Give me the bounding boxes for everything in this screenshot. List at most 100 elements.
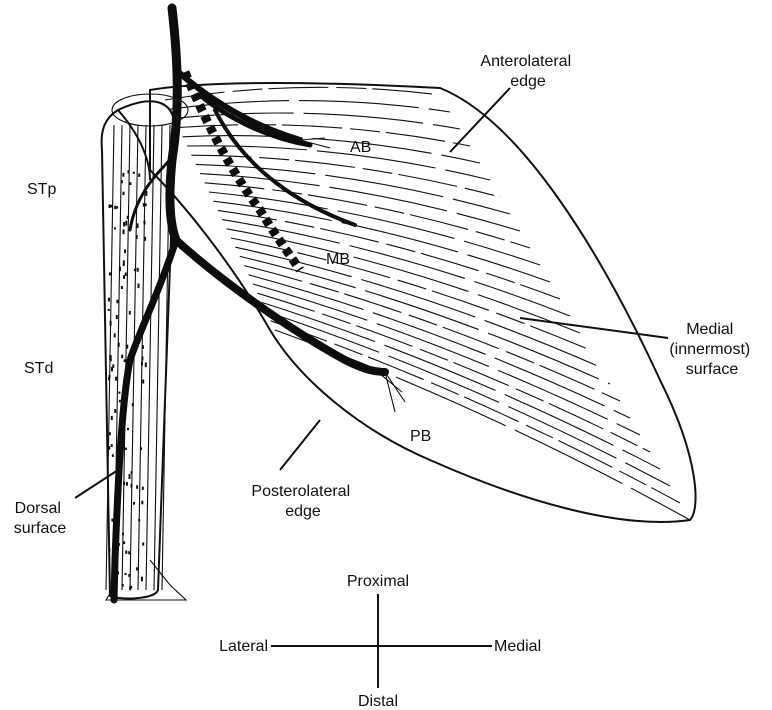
stipple-dot — [129, 474, 131, 479]
stipple-dot — [145, 203, 147, 206]
stipple-dot — [125, 573, 127, 575]
stipple-dot — [142, 487, 144, 490]
stipple-dot — [112, 364, 114, 367]
stipple-dot — [133, 502, 135, 505]
stipple-dot — [136, 235, 138, 239]
anatomy-labels: Anterolateral edge AB STp MB STd Medial … — [14, 53, 755, 537]
stipple-dot — [121, 286, 123, 289]
stipple-dot — [119, 400, 121, 403]
stipple-dot — [128, 170, 130, 173]
stipple-dot — [123, 275, 125, 279]
stipple-dot — [111, 444, 113, 447]
stipple-dot — [109, 355, 111, 360]
stipple-dot — [137, 223, 139, 228]
stipple-dot — [136, 567, 138, 570]
stipple-dot — [128, 551, 130, 554]
stipple-dot — [140, 447, 142, 450]
stipple-dot — [123, 192, 125, 195]
orientation-compass: Proximal Distal Lateral Medial — [219, 573, 541, 710]
stipple-dot — [137, 268, 139, 271]
stipple-dot — [121, 180, 123, 183]
muscle-fiber-line — [196, 164, 510, 214]
std-label: STd — [24, 360, 53, 377]
stipple-dot — [118, 392, 120, 394]
stipple-dot — [108, 298, 110, 302]
stipple-dot — [114, 333, 116, 337]
stipple-dot — [124, 249, 126, 253]
stipple-dot — [142, 345, 144, 349]
stipple-dot — [129, 182, 131, 185]
pb-label: PB — [410, 428, 431, 445]
compass-medial: Medial — [494, 638, 541, 655]
dorsal-surface-label: Dorsal surface — [14, 500, 67, 537]
stipple-dot — [126, 345, 128, 349]
stipple-dot — [109, 272, 111, 275]
stipple-dot — [125, 221, 127, 226]
stipple-dot — [108, 309, 110, 311]
anterolateral-label: Anterolateral edge — [480, 53, 575, 90]
stipple-dot — [126, 482, 128, 486]
stipple-dot — [127, 428, 129, 430]
stipple-dot — [109, 204, 111, 208]
stipple-dot — [125, 551, 127, 554]
stipple-dot — [122, 584, 124, 587]
stipple-dot — [116, 315, 118, 319]
stipple-dot — [143, 203, 145, 207]
stipple-dot — [125, 448, 127, 450]
stipple-dot — [123, 222, 125, 227]
stipple-dot — [129, 311, 131, 315]
stipple-dot — [108, 446, 110, 450]
stipple-dot — [138, 284, 140, 289]
stipple-dot — [131, 471, 133, 474]
stipple-dot — [114, 206, 116, 210]
stipple-dot — [116, 206, 118, 208]
stipple-dot — [110, 321, 112, 326]
stipple-dot — [111, 416, 113, 420]
stipple-dot — [112, 454, 114, 457]
stipple-dot — [141, 357, 143, 361]
stipple-dot — [116, 300, 118, 304]
stipple-dot — [136, 485, 138, 489]
stipple-dot — [121, 355, 123, 359]
ab-label: AB — [350, 139, 371, 156]
stipple-dot — [123, 482, 125, 486]
posterolateral-label: Posterolateral edge — [251, 483, 354, 520]
stipple-dot — [119, 267, 121, 271]
stipple-dot — [109, 375, 111, 378]
compass-proximal: Proximal — [347, 573, 409, 590]
stipple-dot — [108, 548, 110, 551]
stipple-dot — [142, 380, 144, 384]
stipple-dot — [144, 237, 146, 241]
stipple-dot — [128, 574, 130, 577]
muscle-sheet — [150, 83, 696, 522]
stipple-dot — [131, 484, 133, 488]
stipple-dot — [138, 519, 140, 521]
stipple-dot — [134, 269, 136, 272]
medial-surface-label: Medial (innermost) surface — [669, 321, 754, 378]
mb-label: MB — [326, 251, 350, 268]
stipple-dot — [123, 264, 125, 266]
stipple-dot — [138, 174, 140, 177]
stipple-dot — [141, 577, 143, 582]
stp-label: STp — [27, 181, 56, 198]
compass-distal: Distal — [358, 693, 398, 710]
stipple-dot — [123, 541, 125, 544]
stipple-dot — [123, 229, 125, 234]
stipple-dot — [122, 533, 124, 535]
stipple-dot — [141, 501, 143, 505]
muscle-fiber-line — [200, 174, 520, 231]
stipple-dot — [115, 377, 117, 381]
stipple-dot — [109, 432, 111, 435]
stipple-dot — [110, 205, 112, 208]
compass-lateral: Lateral — [219, 638, 268, 655]
nerve-trunk — [114, 8, 405, 600]
stipple-dot — [132, 403, 134, 406]
stipple-dot — [145, 363, 147, 368]
stipple-dot — [127, 216, 129, 219]
stipple-dot — [124, 359, 126, 362]
stipple-dot — [130, 586, 132, 589]
stipple-dot — [114, 227, 116, 229]
stipple-dot — [118, 343, 120, 347]
stipple-dot — [141, 362, 143, 366]
